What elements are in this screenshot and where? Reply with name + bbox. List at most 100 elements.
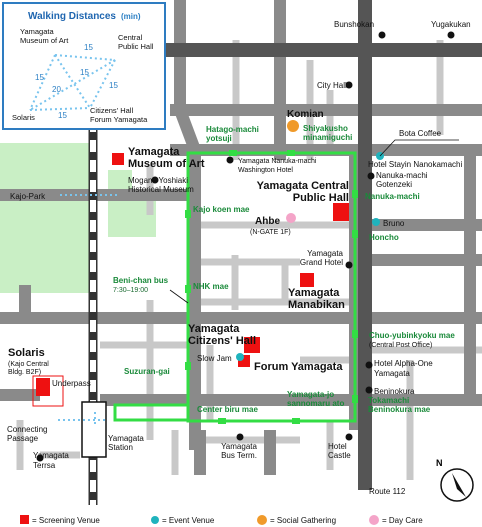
landmark-stayin: Hotel Stayin Nanokamachi <box>368 160 462 169</box>
daycare-marker-ahbe[interactable] <box>286 213 296 223</box>
venue-marker-solaris[interactable] <box>36 378 50 396</box>
bus-name: Beni-chan bus <box>113 276 169 285</box>
landmark-dots <box>36 31 455 462</box>
venue-label-forum: Forum Yamagata <box>254 361 343 373</box>
landmark-cityhall: City Hall <box>317 81 347 90</box>
bus-stop-marker-hatago <box>229 150 237 156</box>
bus-stop-chuo: Chuo-yubinkyoku mae <box>369 331 455 340</box>
underpass-label: Underpass <box>52 379 91 388</box>
inset-dist-central-citizens: 15 <box>109 81 118 90</box>
landmark-kajopark: Kajo-Park <box>10 192 46 201</box>
event-marker-slowjam[interactable] <box>236 353 244 361</box>
bus-stop-marker-tokamachi <box>352 395 358 403</box>
legend: = Screening Venue = Event Venue = Social… <box>20 515 423 525</box>
social-marker-komian[interactable] <box>287 120 299 132</box>
bus-stop-marker-yamagatajo <box>292 418 300 424</box>
major-roads <box>0 0 482 475</box>
bus-stop-marker-shiyakusho <box>287 150 295 156</box>
solaris-building <box>32 375 64 407</box>
venue-marker-citizens[interactable] <box>244 337 260 353</box>
bus-stop-marker-kajokoen <box>185 210 191 218</box>
bus-stop-nhk: NHK mae <box>193 282 229 291</box>
bus-stop-marker-chuo <box>352 330 358 338</box>
inset-title: Walking Distances <box>28 11 116 22</box>
event-label-slowjam: Slow Jam <box>197 354 232 363</box>
inset-dist-museum-solaris: 15 <box>35 73 44 82</box>
bus-stop-marker-honcho <box>352 230 358 238</box>
social-label-komian: Komian <box>287 109 324 120</box>
legend-label-screening: = Screening Venue <box>32 516 100 525</box>
bus-stop-nanuka: Nanuka-machi <box>365 192 420 201</box>
legend-swatch-screening <box>20 515 29 524</box>
event-marker-bruno[interactable] <box>372 218 380 226</box>
landmark-bunshokan: Bunshokan <box>334 20 374 29</box>
venue-label-solaris: Solaris <box>8 347 45 359</box>
legend-label-event: = Event Venue <box>162 516 215 525</box>
legend-label-social: = Social Gathering <box>270 516 336 525</box>
route-112-road <box>160 0 482 490</box>
bus-stop-suzuran: Suzuran-gai <box>124 367 170 376</box>
compass: N <box>436 458 474 502</box>
venue-marker-central[interactable] <box>333 203 349 221</box>
inset-node-solaris: Solaris <box>12 113 35 122</box>
inset-dist-museum-central: 15 <box>84 43 93 52</box>
legend-swatch-social <box>257 515 267 525</box>
event-label-bruno: Bruno <box>383 219 405 228</box>
compass-n: N <box>436 458 443 468</box>
bus-stop-marker-suzuran <box>185 362 191 370</box>
post-office-note: (Central Post Office) <box>369 342 432 349</box>
bus-stop-marker-nanuka <box>352 190 358 198</box>
landmark-yugakukan: Yugakukan <box>431 20 471 29</box>
bus-stop-honcho: Honcho <box>369 233 399 242</box>
station-building <box>81 401 107 458</box>
daycare-label-ahbe: Ahbe <box>255 216 280 227</box>
venue-marker-museum[interactable] <box>112 153 124 165</box>
bus-stop-kajokoen: Kajo koen mae <box>193 205 250 214</box>
legend-swatch-daycare <box>369 515 379 525</box>
landmark-beninokura: Beninokura <box>374 387 415 396</box>
bus-stop-marker-centerbiru <box>218 418 226 424</box>
walking-distance-inset: Walking Distances (min) Solaris 15 15 15… <box>2 2 166 130</box>
kajo-park-area <box>0 143 92 293</box>
bus-hours: 7:30–19:00 <box>113 287 148 294</box>
bus-stop-centerbiru: Center biru mae <box>197 405 258 414</box>
inset-dist-solaris-citizens: 15 <box>58 111 67 120</box>
event-label-bota: Bota Coffee <box>399 129 442 138</box>
inset-unit: (min) <box>121 12 141 21</box>
legend-label-daycare: = Day Care <box>382 516 423 525</box>
route-label: Route 112 <box>369 487 406 496</box>
legend-swatch-event <box>151 516 159 524</box>
venue-marker-manabikan[interactable] <box>300 273 314 287</box>
connecting-passage <box>58 412 108 425</box>
bus-stop-marker-nhk <box>185 285 191 293</box>
bus-note-leader <box>169 289 189 304</box>
inset-dist-central-solaris: 15 <box>80 68 89 77</box>
inset-dist-museum-citizens: 20 <box>52 85 61 94</box>
daycare-note: (N-GATE 1F) <box>250 229 291 236</box>
bus-stop-markers <box>185 150 358 424</box>
